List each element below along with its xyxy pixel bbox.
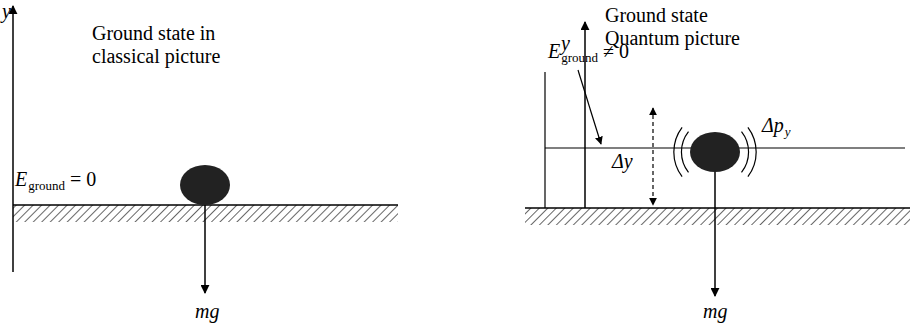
force-label: mg <box>703 300 727 323</box>
axis-label: y <box>561 32 570 55</box>
frame-line <box>544 72 545 208</box>
subscript: y <box>785 125 791 140</box>
delta-y-arrow <box>652 108 653 205</box>
ground-line <box>525 207 910 209</box>
force-label: mg <box>195 300 219 323</box>
energy-symbol: E <box>548 40 560 63</box>
quantum-panel <box>525 22 910 296</box>
panel-title: Ground state in classical picture <box>92 22 247 68</box>
ball <box>180 165 230 205</box>
axis-label: y <box>2 0 11 23</box>
ball <box>690 132 740 172</box>
energy-symbol: E <box>15 168 27 191</box>
dimension-label: Δy <box>612 150 633 173</box>
classical-panel <box>13 6 398 293</box>
energy-value: ≠ 0 <box>603 40 629 63</box>
leader-arrow <box>578 70 601 144</box>
momentum-label: Δp <box>762 114 784 137</box>
y-axis <box>584 22 586 208</box>
energy-value: = 0 <box>70 168 96 191</box>
subscript: ground <box>28 179 65 194</box>
ground-hatch <box>525 208 910 225</box>
momentum-waves <box>674 127 756 176</box>
y-axis <box>12 6 14 272</box>
gravity-arrow <box>714 152 716 296</box>
